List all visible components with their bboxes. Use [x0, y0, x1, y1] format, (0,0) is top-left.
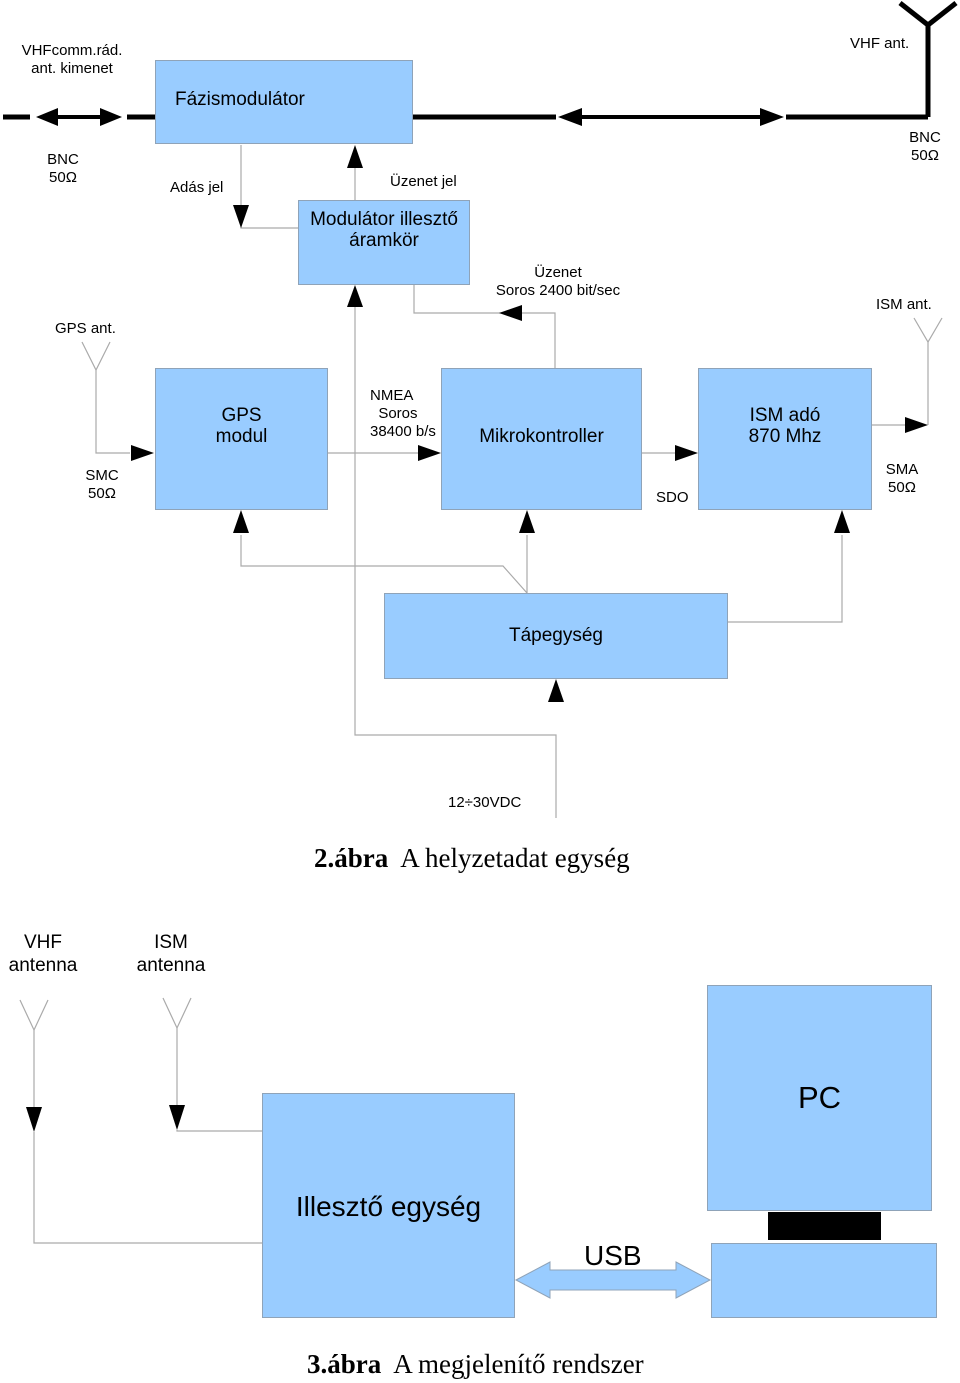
- pc-monitor-box: PC: [707, 985, 932, 1211]
- gps-antenna-icon: [81, 341, 111, 372]
- pc-base-unit-box: [711, 1243, 937, 1318]
- phase-modulator-box: Fázismodulátor: [155, 60, 413, 144]
- ism-transmitter-label: ISM adó 870 Mhz: [748, 405, 822, 448]
- microcontroller-box: Mikrokontroller: [441, 368, 642, 510]
- serial-2400-label: Üzenet Soros 2400 bit/sec: [495, 264, 621, 299]
- arrow-gps-ant: [131, 445, 154, 461]
- arrow-sdo: [675, 445, 698, 461]
- fig3-arrowheads: [26, 1105, 185, 1132]
- pc-label: PC: [797, 1080, 842, 1115]
- vhf-antenna-label: VHF antenna: [8, 932, 78, 976]
- gps-ant-label: GPS ant.: [55, 320, 116, 337]
- vhf-comm-output-label: VHFcomm.rád. ant. kimenet: [21, 42, 123, 77]
- bnc-right-label: BNC 50Ω: [909, 129, 941, 164]
- adapter-unit-box: Illesztő egység: [262, 1093, 515, 1318]
- vhf-ant-label: VHF ant.: [850, 35, 910, 52]
- supply-voltage-label: 12÷30VDC: [448, 794, 522, 811]
- arrow-ism-ant: [905, 417, 928, 433]
- usb-label: USB: [584, 1240, 642, 1271]
- usb-double-arrow: [514, 1261, 712, 1299]
- arrow-psu-gps: [233, 510, 249, 533]
- ism-transmitter-box: ISM adó 870 Mhz: [698, 368, 872, 510]
- gps-module-label: GPS modul: [215, 405, 268, 448]
- nmea-serial-label: NMEA Soros 38400 b/s: [370, 387, 436, 440]
- arrowheads: [131, 145, 928, 702]
- arrow-psu-ism: [834, 510, 850, 533]
- phase-modulator-label: Fázismodulátor: [175, 89, 305, 110]
- figure2-caption-text: A helyzetadat egység: [400, 843, 630, 873]
- ism-ant-label: ISM ant.: [876, 296, 932, 313]
- power-supply-label: Tápegység: [508, 625, 603, 647]
- gps-module-box: GPS modul: [155, 368, 328, 510]
- sdo-label: SDO: [656, 489, 689, 506]
- figure2-caption: 2.ábra A helyzetadat egység: [314, 843, 630, 874]
- arrow-vhf-antenna: [26, 1107, 42, 1132]
- modulator-adapter-box: Modulátor illesztő áramkör: [298, 200, 470, 285]
- figure3-caption: 3.ábra A megjelenítő rendszer: [307, 1349, 644, 1380]
- power-supply-box: Tápegység: [384, 593, 728, 679]
- arrow-psu-mcu: [519, 510, 535, 533]
- vhf-bidir-arrows: [36, 108, 784, 126]
- smc-label: SMC 50Ω: [85, 467, 119, 502]
- arrow-soros-2400: [499, 305, 522, 321]
- bnc-left-label: BNC 50Ω: [47, 151, 79, 186]
- adapter-unit-label: Illesztő egység: [295, 1191, 482, 1222]
- sma-label: SMA 50Ω: [885, 461, 919, 496]
- arrow-adas-jel: [233, 205, 249, 228]
- uzenet-jel-label: Üzenet jel: [390, 173, 457, 190]
- pc-monitor-stand: [768, 1212, 881, 1240]
- fig3-connection-lines: [19, 997, 262, 1244]
- figure3-caption-text: A megjelenítő rendszer: [393, 1349, 644, 1379]
- connection-lines: [95, 145, 929, 818]
- arrow-psu-to-modulator: [347, 285, 363, 307]
- vhf-signal-line: [3, 1, 958, 120]
- ism-antenna-icon: [913, 317, 943, 344]
- modulator-adapter-label: Modulátor illesztő áramkör: [310, 209, 458, 252]
- arrow-nmea: [418, 445, 441, 461]
- ism-antenna-label: ISM antenna: [136, 932, 206, 976]
- arrow-supply: [548, 679, 564, 702]
- figure2-caption-number: 2.ábra: [314, 843, 389, 873]
- figure3-caption-number: 3.ábra: [307, 1349, 382, 1379]
- microcontroller-label: Mikrokontroller: [479, 426, 604, 447]
- arrow-uzenet-jel: [347, 145, 363, 168]
- arrow-ism-antenna: [169, 1105, 185, 1130]
- adas-jel-label: Adás jel: [170, 179, 224, 196]
